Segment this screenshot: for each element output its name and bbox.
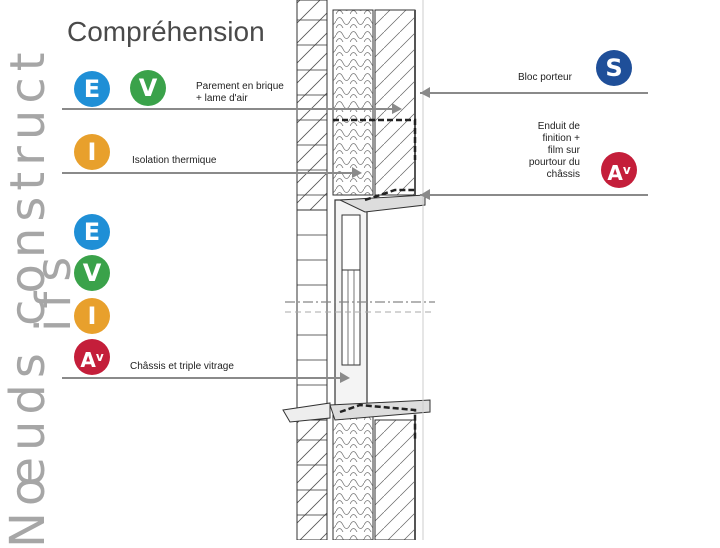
pointer-isolation	[62, 172, 352, 174]
insulation-layer	[332, 9, 374, 540]
label-enduit-line5: châssis	[546, 169, 580, 180]
s-badge: S	[596, 50, 632, 86]
e-badge: E	[74, 71, 110, 107]
label-isolation: Isolation thermique	[132, 155, 217, 166]
v-badge-2: V	[74, 255, 110, 291]
load-bearing-block	[374, 9, 416, 540]
pointer-chassis	[62, 377, 340, 379]
i-badge-2: I	[74, 298, 110, 334]
brick-facing	[296, 0, 328, 540]
label-bloc: Bloc porteur	[518, 72, 572, 83]
label-parement-line2: + lame d'air	[196, 93, 248, 104]
page-title: Compréhension	[67, 16, 265, 47]
vapour-film-lines	[333, 118, 417, 440]
label-parement: Parement en brique + lame d'air	[196, 81, 284, 105]
pointer-bloc	[420, 92, 648, 94]
i-badge: I	[74, 134, 110, 170]
av-superscript-2: v	[622, 163, 631, 177]
label-enduit-line3: film sur	[547, 145, 580, 156]
label-chassis: Châssis et triple vitrage	[130, 361, 234, 372]
label-enduit-line4: pourtour du	[528, 157, 580, 168]
label-parement-line1: Parement en brique	[196, 81, 284, 92]
av-letter-2: A	[607, 161, 623, 185]
av-badge: Av	[74, 339, 110, 375]
pointer-enduit	[420, 194, 648, 196]
label-enduit: Enduit de finition + film sur pourtour d…	[500, 121, 580, 181]
v-badge: V	[130, 70, 166, 106]
window-frame	[282, 194, 431, 423]
pointer-parement	[62, 108, 392, 110]
av-superscript: v	[95, 350, 104, 364]
e-badge-2: E	[74, 214, 110, 250]
label-enduit-line1: Enduit de	[537, 121, 580, 132]
label-enduit-line2: finition +	[542, 133, 580, 144]
av-letter: A	[80, 348, 96, 372]
av-badge-2: Av	[601, 152, 637, 188]
